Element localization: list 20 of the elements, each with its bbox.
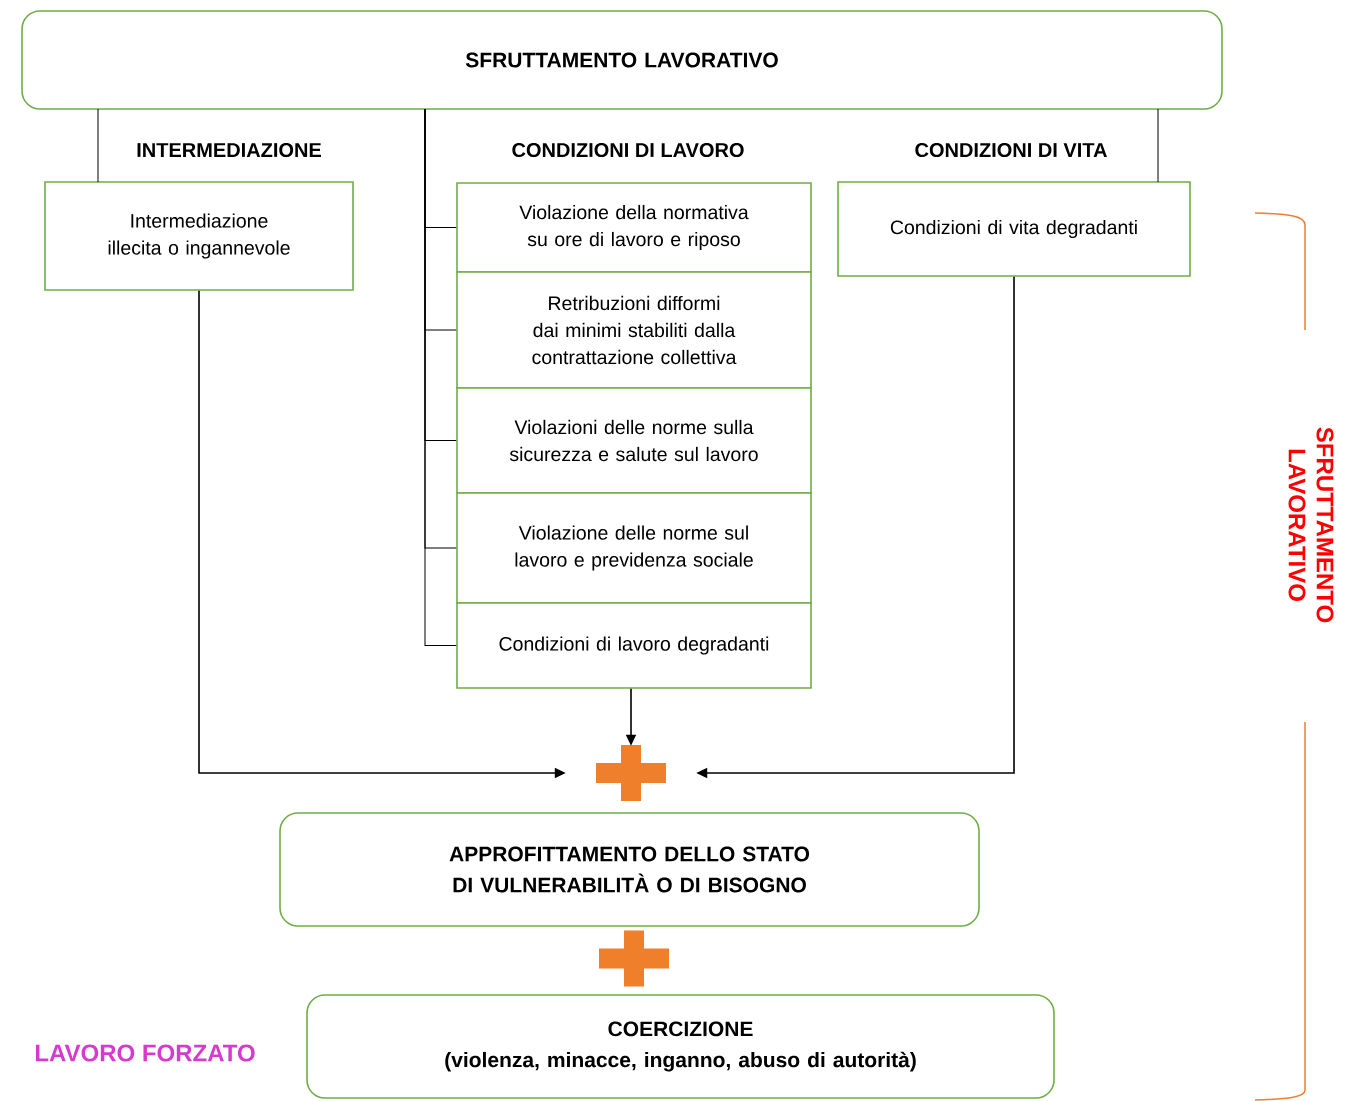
connector-line <box>1157 108 1159 183</box>
connector-line <box>424 108 457 646</box>
process-box: Condizioni di lavoro degradanti <box>456 602 812 689</box>
process-box: Retribuzioni difformi dai minimi stabiliti dalla contrattazione collettiva <box>456 271 812 389</box>
side-label: LAVORO FORZATO <box>35 1044 255 1062</box>
plus-sign <box>596 745 666 801</box>
connector-line <box>97 108 99 183</box>
process-box: Condizioni di vita degradanti <box>837 181 1191 277</box>
process-box: Violazioni delle norme sulla sicurezza e salute sul lavoro <box>456 387 812 494</box>
column-heading: CONDIZIONI DI LAVORO <box>512 142 744 158</box>
process-box: COERCIZIONE (violenza, minacce, inganno, abuso di autorità) <box>306 994 1055 1099</box>
column-heading: CONDIZIONI DI VITA <box>915 142 1107 158</box>
process-box: SFRUTTAMENTO LAVORATIVO <box>21 10 1223 110</box>
process-box: APPROFITTAMENTO DELLO STATO DI VULNERABILITÀ O DI BISOGNO <box>279 812 980 927</box>
column-heading: INTERMEDIAZIONE <box>137 142 321 158</box>
plus-sign <box>599 930 669 987</box>
process-box: Violazione della normativa su ore di lavoro e riposo <box>456 182 812 273</box>
side-label: SFRUTTAMENTO LAVORATIVO <box>1288 427 1334 623</box>
process-box: Violazione delle norme sul lavoro e previdenza sociale <box>456 492 812 604</box>
process-box: Intermediazione illecita o ingannevole <box>44 181 354 291</box>
